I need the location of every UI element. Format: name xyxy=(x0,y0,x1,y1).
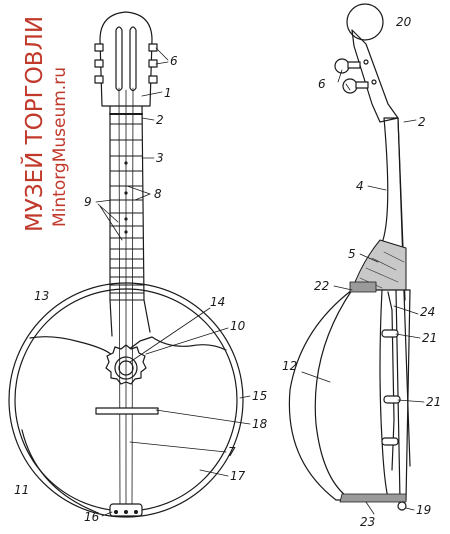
callout-side-20: 20 xyxy=(396,15,412,29)
callout-side-5: 5 xyxy=(348,247,356,261)
side-pegs xyxy=(334,58,377,94)
front-tailpiece-buttons xyxy=(114,510,138,514)
callout-front-16: 16 xyxy=(84,510,100,524)
side-body xyxy=(288,289,411,501)
callout-side-24: 24 xyxy=(420,305,435,319)
side-body-stave-1 xyxy=(314,289,353,497)
side-head-scroll xyxy=(346,3,384,41)
callout-front-3: 3 xyxy=(156,151,164,165)
front-bridge xyxy=(95,407,159,415)
callout-front-11: 11 xyxy=(14,483,29,497)
callout-front-2: 2 xyxy=(156,113,164,127)
front-strings xyxy=(118,87,134,509)
side-upper-block xyxy=(349,281,377,293)
front-tuning-pegs-left xyxy=(94,43,104,84)
side-headstock xyxy=(351,29,399,123)
callout-front-7: 7 xyxy=(228,445,236,459)
front-tuning-pegs-right xyxy=(148,43,158,84)
callout-front-14: 14 xyxy=(210,295,225,309)
front-rim-detail xyxy=(21,429,97,513)
front-headstock-slot-right xyxy=(129,26,137,92)
side-callouts: 20 6 2 4 5 22 24 21 12 21 19 23 xyxy=(282,15,441,529)
callout-side-23: 23 xyxy=(360,515,375,529)
side-top-plate xyxy=(395,289,401,501)
callout-front-8: 8 xyxy=(154,187,162,201)
front-view xyxy=(8,11,244,518)
side-neck xyxy=(379,117,411,467)
callout-front-13: 13 xyxy=(34,289,49,303)
callout-side-21b: 21 xyxy=(426,395,441,409)
callout-side-12: 12 xyxy=(282,359,297,373)
leader-lines xyxy=(95,47,425,517)
front-neck xyxy=(109,105,145,301)
callout-side-4: 4 xyxy=(356,179,364,193)
callout-front-15: 15 xyxy=(252,389,267,403)
callout-side-21a: 21 xyxy=(422,331,437,345)
callout-front-9: 9 xyxy=(84,195,92,209)
side-braces xyxy=(381,329,401,446)
side-heel-hatch xyxy=(359,251,405,289)
callout-front-17: 17 xyxy=(230,469,246,483)
callout-side-19: 19 xyxy=(416,503,431,517)
front-fingerboard-extension xyxy=(109,299,151,337)
side-view xyxy=(288,3,411,511)
side-tail-button xyxy=(397,501,407,511)
callout-side-22: 22 xyxy=(314,279,329,293)
callout-side-6: 6 xyxy=(318,77,326,91)
front-headstock-slot-left xyxy=(115,26,123,92)
side-body-stave-2 xyxy=(379,289,389,499)
side-bottom-block xyxy=(339,493,407,503)
front-frets xyxy=(109,123,145,301)
callout-front-10: 10 xyxy=(230,319,246,333)
callout-front-18: 18 xyxy=(252,417,268,431)
front-callouts: 6 1 2 3 8 9 13 14 10 15 18 7 17 11 16 xyxy=(14,54,268,524)
callout-front-1: 1 xyxy=(164,86,172,100)
callout-front-6: 6 xyxy=(170,54,178,68)
callout-side-2: 2 xyxy=(418,115,426,129)
front-headstock xyxy=(99,11,153,107)
